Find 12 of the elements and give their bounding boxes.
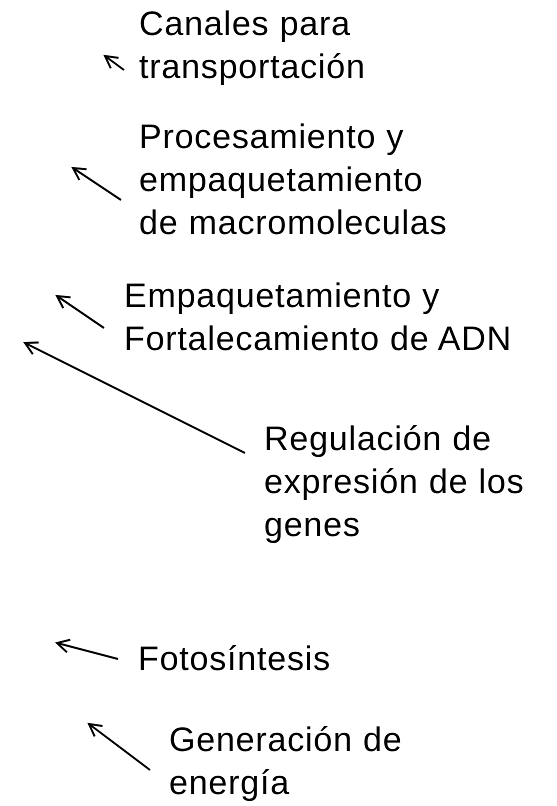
leader-line (24, 342, 246, 454)
annotation-text: Fotosíntesis (138, 638, 331, 681)
leader-line (56, 295, 105, 329)
annotation-text: Procesamiento y empaquetamiento de macromoleculas (139, 116, 448, 245)
leader-line (72, 167, 122, 201)
leader-line (88, 723, 151, 771)
leader-line (56, 638, 118, 660)
leader-line (104, 55, 125, 71)
annotation-text: Canales para transportación (139, 3, 366, 89)
annotation-text: Generación de energía (169, 719, 402, 805)
annotation-text: Empaquetamiento y Fortalecamiento de ADN (124, 275, 512, 361)
annotation-text: Regulación de expresión de los genes (264, 418, 524, 547)
